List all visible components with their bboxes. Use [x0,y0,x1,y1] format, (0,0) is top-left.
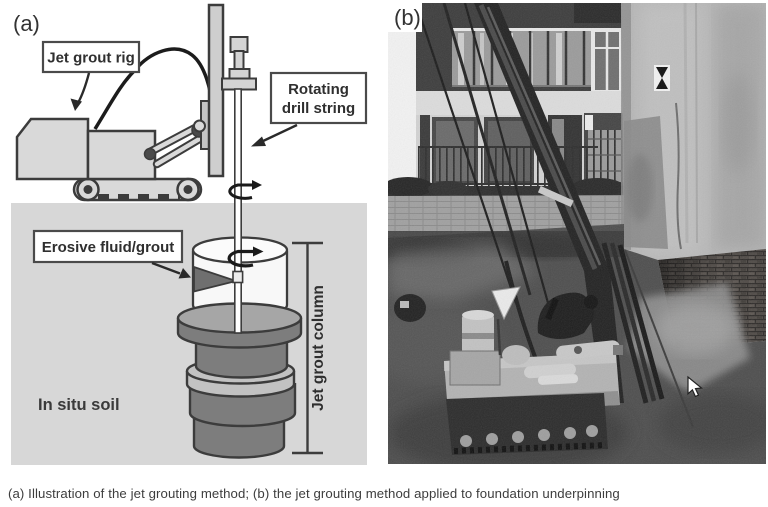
rig-arm [143,122,207,169]
erosive-jet-triangle [193,265,240,293]
drill-mast [207,3,225,178]
callout-arrow-icon [70,98,82,111]
panel-b-letter: (b) [394,5,421,30]
rig-callout-text: Jet grout rig [47,50,135,67]
rig-body-rear [15,117,90,181]
fluid-callout-text: Erosive fluid/grout [42,239,175,256]
panel-b-label: (b) [388,3,422,32]
jet-grouting-photo: (b) [388,3,766,464]
rotation-arrow-icon [227,246,264,268]
column-label: Jet grout column [310,285,327,411]
in-situ-soil-label: In situ soil [38,396,120,414]
drill-callout-line1: Rotating [288,81,349,98]
mast-pivot [193,119,206,133]
drill-head [221,36,257,91]
panel-a-letter: (a) [13,11,40,36]
drill-nozzle [232,270,244,284]
drill-string-callout: Rotating drill string [251,71,368,147]
rotation-arrow-icon [228,180,262,200]
jet-grout-rig [15,3,257,202]
mouse-cursor [687,375,704,398]
callout-arrow-icon [178,268,191,279]
figure-caption: (a) Illustration of the jet grouting met… [8,486,620,501]
rotating-drill-string [234,88,243,334]
track-wheel-hub [83,185,93,194]
callout-arrow-icon [251,136,266,147]
panel-b-photo: (b) [388,3,766,464]
hydraulic-hose [93,47,215,130]
track-wheel-hub [183,185,193,194]
column-dimension-line [292,241,323,455]
photo-grain [388,3,766,464]
panel-a-illustration: Jet grout column (a) Jet grout rig Rotat… [0,0,388,472]
rig-callout: Jet grout rig [41,40,141,111]
drill-callout-line2: drill string [282,100,355,117]
fluid-callout: Erosive fluid/grout [32,229,191,279]
jet-grouting-diagram: Jet grout column (a) Jet grout rig Rotat… [11,3,368,465]
